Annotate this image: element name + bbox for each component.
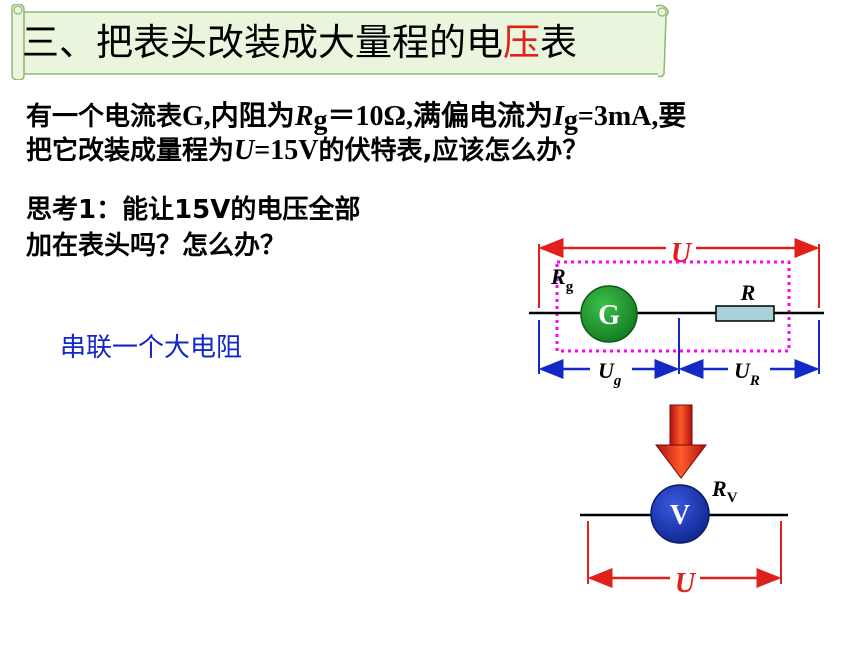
ur-label: UR: [734, 358, 760, 389]
rv-label: RV: [711, 476, 738, 506]
galvanometer-label: G: [598, 300, 620, 331]
u-label-bottom: U: [675, 568, 697, 599]
voltmeter-symbol: [650, 484, 710, 544]
think-line-2: 加在表头吗？怎么办？: [26, 231, 287, 261]
problem-line-2: 把它改装成量程为U=15V的伏特表,应该怎么办？: [26, 135, 589, 166]
answer-text: 串联一个大电阻: [60, 333, 243, 363]
scroll-frame: [11, 4, 669, 80]
page-title: 三、把表头改装成大量程的电压表: [22, 21, 577, 64]
rg-label-top: Rg: [550, 264, 574, 295]
ug-label: Ug: [598, 358, 622, 389]
problem-statement: 有一个电流表G,内阻为Rg＝10Ω,满偏电流为Ig=3mA,要 把它改装成量程为…: [26, 100, 686, 168]
think-line-1: 思考1：能让15V的电压全部: [26, 195, 361, 225]
series-box: [555, 260, 791, 353]
voltmeter-label: V: [670, 500, 690, 531]
problem-line-1: 有一个电流表G,内阻为Rg＝10Ω,满偏电流为Ig=3mA,要: [26, 101, 687, 136]
r-label: R: [740, 280, 756, 305]
u-label-top: U: [671, 238, 693, 269]
think-question: 思考1：能让15V的电压全部 加在表头吗？怎么办？: [26, 192, 360, 264]
title-highlight: 压: [503, 21, 540, 64]
title-banner: 三、把表头改装成大量程的电压表: [8, 4, 672, 80]
transform-arrow-icon: [654, 404, 708, 479]
resistor-r: [715, 305, 775, 322]
galvanometer-symbol: [580, 285, 638, 343]
bottom-circuit: V RV U: [580, 476, 788, 599]
top-circuit: U Rg G R Ug UR: [529, 238, 824, 389]
